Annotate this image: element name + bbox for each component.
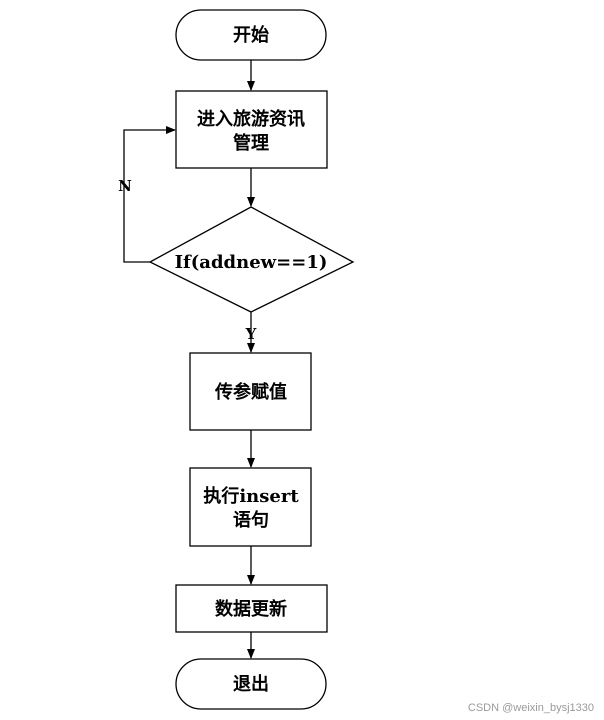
exit-label: 退出 <box>233 673 269 695</box>
condition-label: If(addnew==1) <box>175 252 328 273</box>
start-label: 开始 <box>233 24 269 46</box>
insert-label-line-2: 语句 <box>233 509 269 531</box>
update-label: 数据更新 <box>215 598 287 620</box>
yes-branch-label: Y <box>245 325 257 343</box>
enter-process-box <box>175 90 328 169</box>
edge-condition-no-loop <box>123 126 176 263</box>
condition-decision <box>148 206 355 313</box>
exit-terminal <box>175 658 327 710</box>
watermark-text: CSDN @weixin_bysj1330 <box>467 702 594 714</box>
assign-process-box <box>189 352 312 431</box>
enter-label-line-2: 管理 <box>233 132 269 154</box>
start-terminal <box>175 9 327 61</box>
update-process-box <box>175 584 328 633</box>
no-branch-label: N <box>118 177 132 195</box>
assign-label: 传参赋值 <box>214 381 287 403</box>
insert-process-box <box>189 467 312 547</box>
enter-label-line-1: 进入旅游资讯 <box>197 108 305 130</box>
insert-label-line-1: 执行insert <box>203 485 299 507</box>
